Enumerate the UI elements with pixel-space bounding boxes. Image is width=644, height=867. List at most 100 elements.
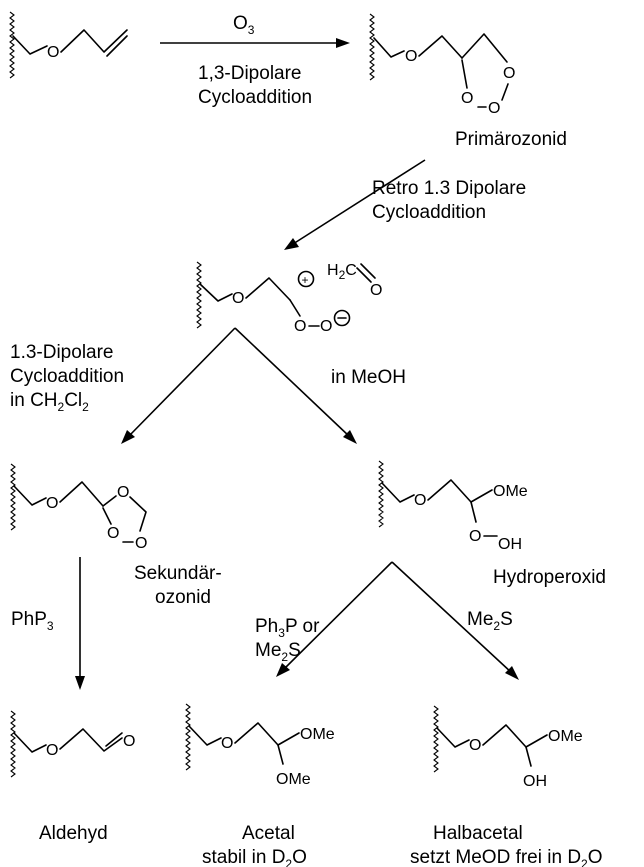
compound-label-acetal-line2: stabil in D2O (202, 847, 307, 867)
methoxy-group: OMe (548, 728, 583, 745)
arrow-phosphine-reduction (75, 557, 85, 690)
bond (470, 501, 477, 523)
ring-oxygen-atom: O (117, 484, 129, 501)
positive-charge-sign: + (302, 273, 309, 287)
positive-charge-icon (297, 270, 315, 288)
ring-oxygen-atom: O (503, 65, 515, 82)
oxygen-atom: O (46, 742, 58, 759)
allyl-ether-structure: O (9, 11, 128, 79)
bond (234, 722, 279, 746)
ring-bond (102, 495, 117, 507)
arrow-branch-left (121, 327, 236, 444)
hydroxy-group: OH (523, 773, 547, 790)
wavy-bond-icon (378, 460, 384, 528)
primary-ozonide-structure: O O O O (369, 13, 515, 117)
compound-label-hemiacetal-line1: Halbacetal (433, 823, 523, 844)
compound-label-hydroperoxide: Hydroperoxid (493, 567, 606, 588)
reagent-ozone: O3 (233, 13, 255, 37)
acetal-structure: O OMe OMe (185, 703, 335, 788)
step-label-dipolar-cycloaddition-line1: 1,3-Dipolare (198, 63, 302, 84)
oxygen-atom: O (370, 282, 382, 299)
secondary-ozonide-structure: O O O O (10, 463, 147, 552)
wavy-bond-icon (196, 261, 202, 329)
reagent-phosphine: PhP3 (11, 609, 54, 633)
negative-charge-icon (333, 309, 351, 327)
reagent-sulfide: Me2S (467, 609, 513, 633)
step-label-dipolar-cycloaddition-line2: Cycloaddition (198, 87, 312, 108)
bond (470, 489, 493, 503)
wavy-bond-icon (10, 710, 16, 778)
bond (199, 283, 233, 302)
bond (525, 746, 532, 767)
oxygen-atom: O (232, 290, 244, 307)
bond (418, 35, 463, 59)
bond (482, 724, 527, 748)
wavy-bond-icon (369, 13, 375, 81)
bond (427, 479, 472, 503)
hydroperoxide-structure: O OMe O OH (378, 460, 528, 553)
ring-bond (129, 496, 147, 532)
carbonyl-oxygen-atom: O (123, 733, 135, 750)
bond (277, 732, 300, 746)
wavy-bond-icon (10, 463, 16, 531)
hemiacetal-structure: O OMe OH (433, 705, 583, 790)
step-label-retro-cycloaddition-line1: Retro 1.3 Dipolare (372, 178, 526, 199)
arrow-retro-cycloaddition (284, 159, 426, 250)
ring-bond (102, 507, 112, 525)
bond (381, 482, 415, 503)
wavy-bond-icon (433, 705, 439, 773)
oxygen-atom: O (221, 735, 233, 752)
bond (60, 29, 128, 53)
oxygen-atom: O (469, 528, 481, 545)
bond (13, 485, 47, 506)
compound-label-primary-ozonide: Primärozonid (455, 129, 567, 150)
carbonyl-oxide-structure: O + O O (196, 261, 351, 335)
arrow-ozone-addition (160, 38, 350, 48)
reagent-phosphine-or-sulfide-line2: Me2S (255, 640, 301, 664)
oxygen-atom: O (47, 44, 59, 61)
step-label-dcm-cycloaddition-line3: in CH2Cl2 (10, 390, 89, 414)
aldehyde-structure: O O (10, 710, 135, 778)
ring-oxygen-atom: O (107, 525, 119, 542)
double-bond-line (106, 35, 128, 57)
oxygen-atom: O (405, 48, 417, 65)
double-bond-line (360, 263, 376, 279)
bond (13, 732, 47, 753)
step-label-dcm-cycloaddition-line2: Cycloaddition (10, 366, 124, 387)
double-bond-line (356, 267, 372, 283)
compound-label-aldehyde: Aldehyd (39, 823, 108, 844)
bond (277, 744, 284, 765)
methoxy-group: OMe (300, 726, 335, 743)
formaldehyde-carbon-group: H2C (327, 262, 357, 282)
ring-bond (501, 83, 509, 101)
ring-oxygen-atom: O (488, 100, 500, 117)
bond (525, 734, 548, 748)
compound-label-secondary-ozonide-line1: Sekundär- (134, 563, 222, 584)
methoxy-group: OMe (493, 483, 528, 500)
bond (188, 725, 222, 746)
bond (289, 299, 301, 317)
ring-oxygen-atom: O (135, 535, 147, 552)
arrow-to-acetal (276, 561, 393, 677)
arrow-branch-right (234, 327, 357, 444)
wavy-bond-icon (9, 11, 15, 79)
oxygen-atom: O (46, 495, 58, 512)
bond (59, 481, 104, 507)
double-bond-line (105, 732, 123, 747)
formaldehyde-structure: H2C O (327, 262, 382, 299)
ring-oxygen-atom: O (461, 90, 473, 107)
methoxy-group: OMe (276, 771, 311, 788)
compound-label-secondary-ozonide-line2: ozonid (155, 587, 211, 608)
step-label-in-methanol: in MeOH (331, 367, 406, 388)
ring-bond (461, 33, 508, 63)
step-label-retro-cycloaddition-line2: Cycloaddition (372, 202, 486, 223)
bond (59, 728, 123, 752)
oxygen-atom: O (414, 492, 426, 509)
compound-label-acetal-line1: Acetal (242, 823, 295, 844)
oxygen-atom: O (320, 318, 332, 335)
arrow-to-hemiacetal (391, 561, 519, 680)
wavy-bond-icon (185, 703, 191, 771)
bond (12, 35, 48, 55)
oxygen-atom: O (469, 737, 481, 754)
